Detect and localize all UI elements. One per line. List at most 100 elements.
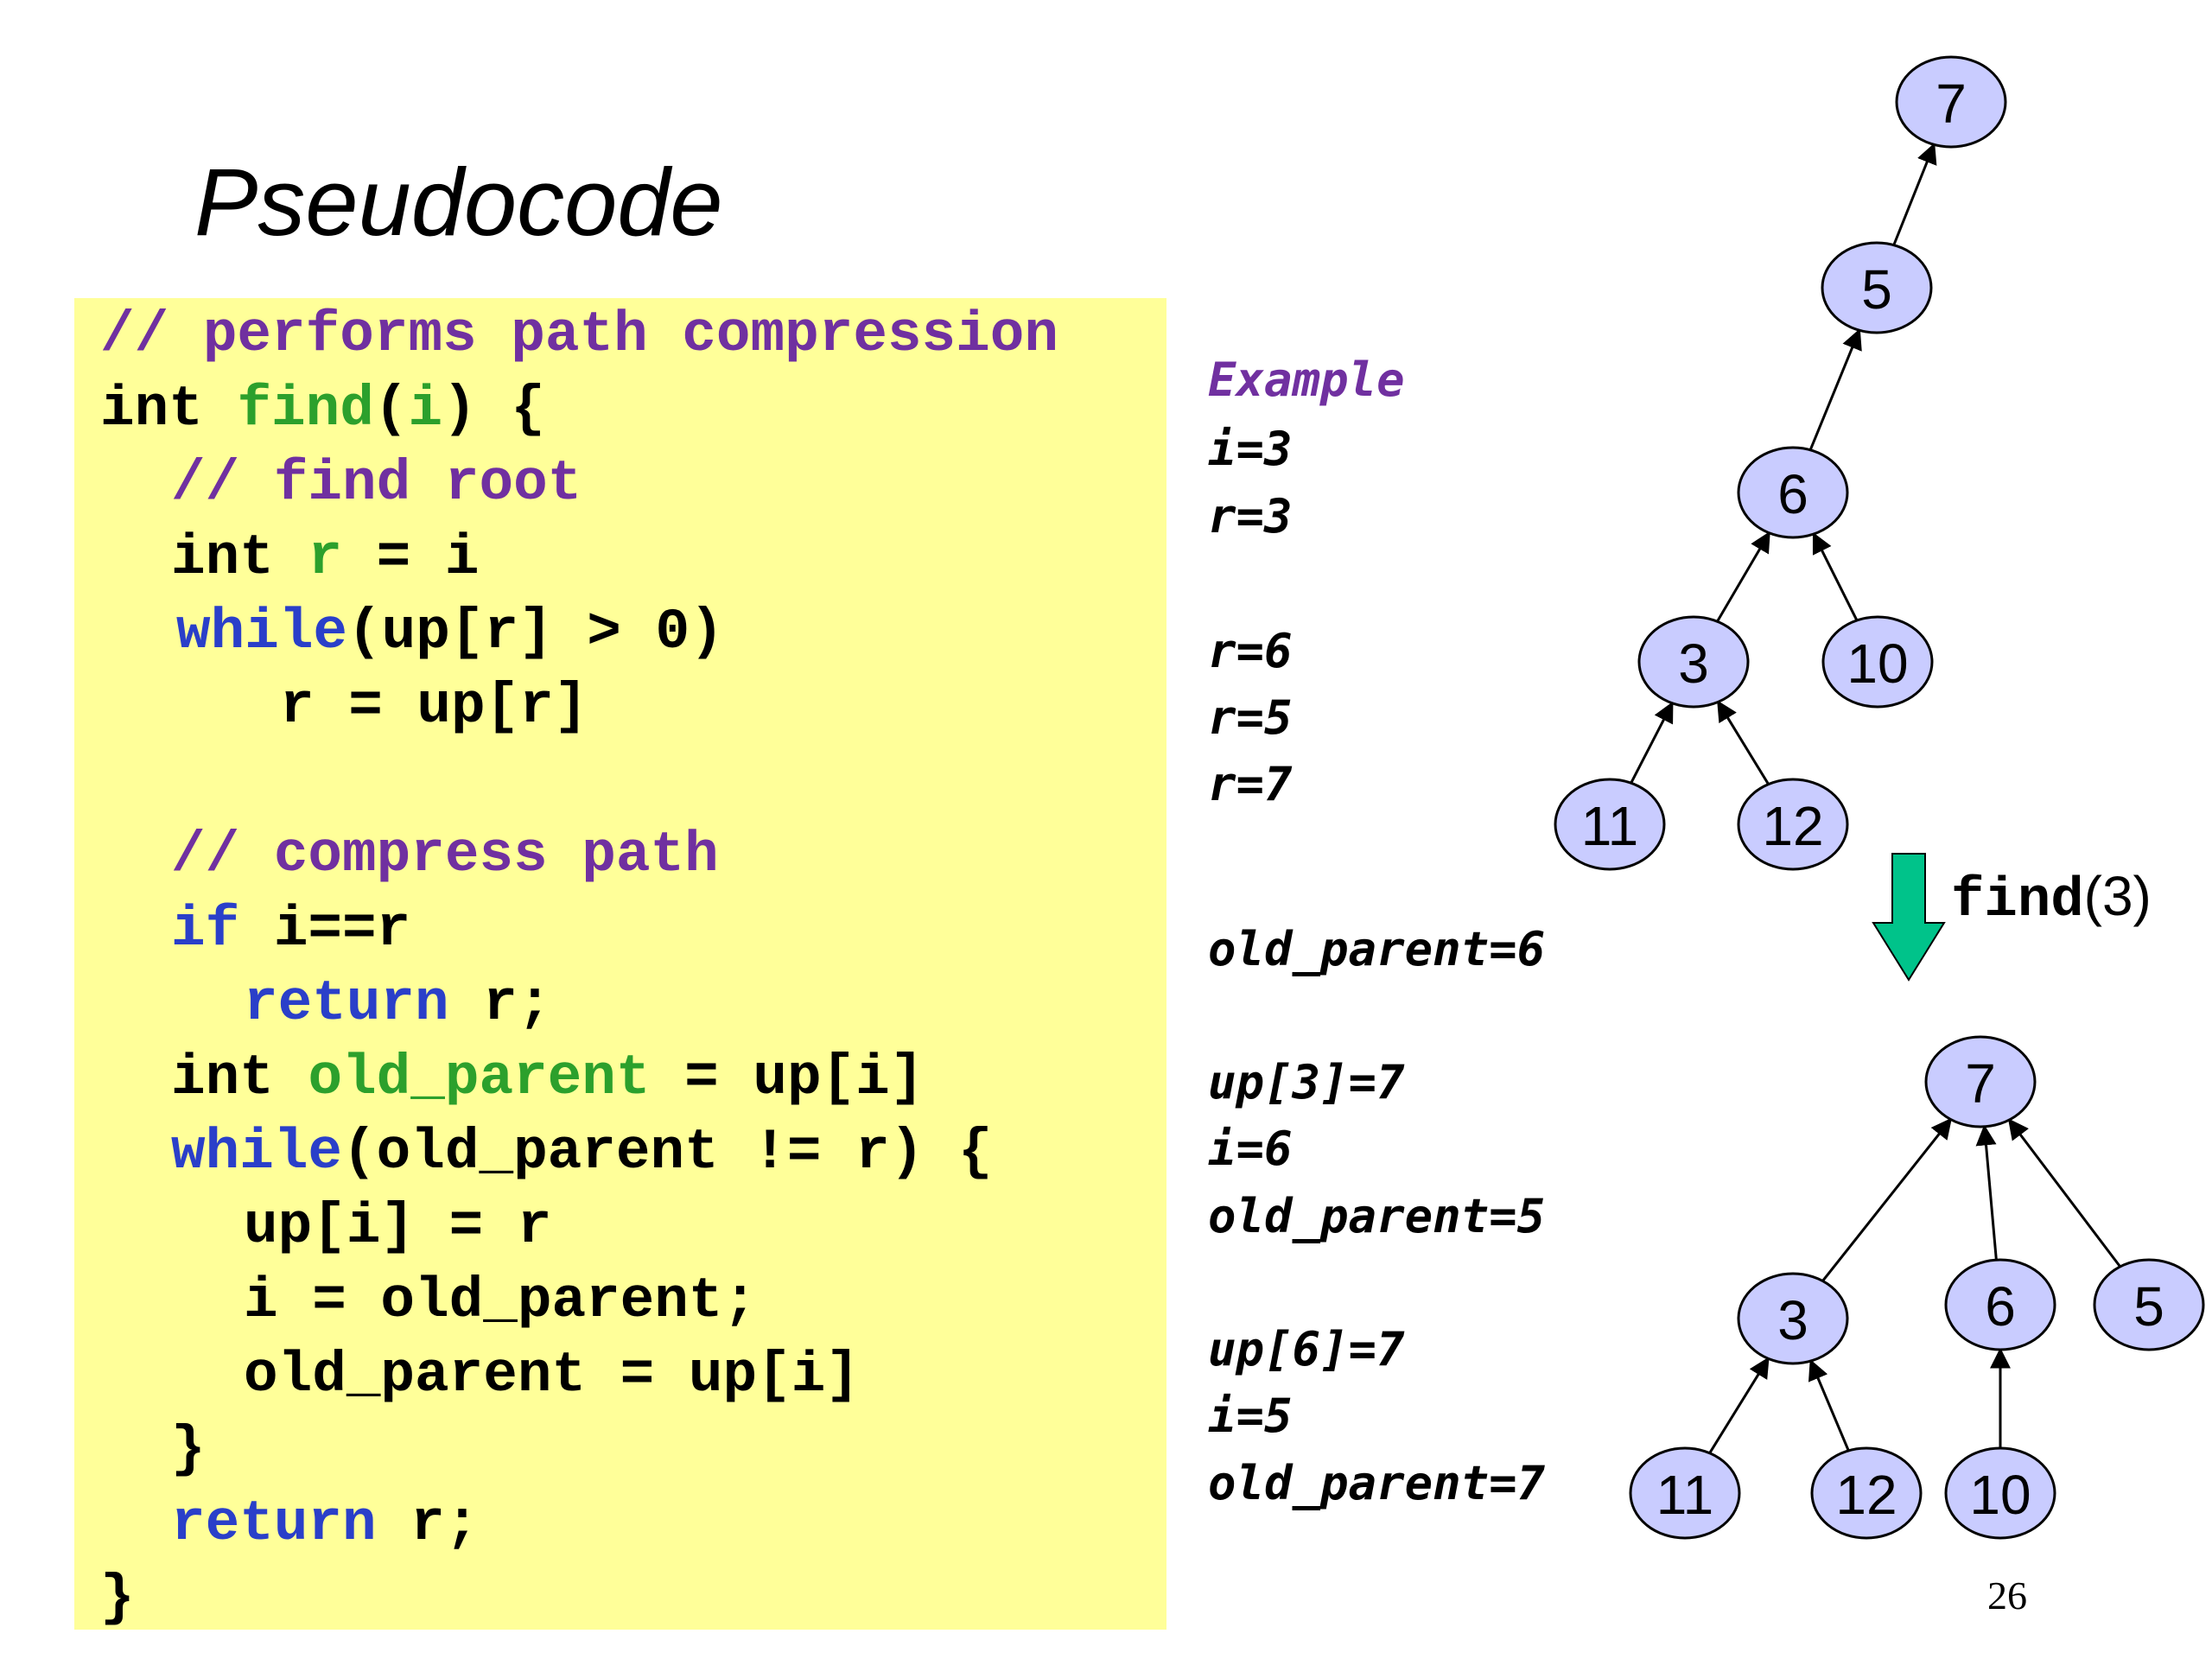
tree-before-node-5: 5 [1821, 241, 1933, 334]
tree-before-node-10: 10 [1821, 615, 1934, 709]
node-circle [1895, 55, 2007, 149]
example-line: r=7 [1208, 757, 1293, 811]
node-circle [1944, 1258, 2056, 1351]
code-keyword: while [171, 1120, 343, 1185]
code-text: i==r [239, 897, 411, 962]
node-circle [1944, 1446, 2056, 1540]
code-type: int [100, 377, 238, 442]
node-label: 5 [1861, 258, 1892, 321]
node-circle [1554, 778, 1666, 871]
tree-before-edge-6-to-5 [1808, 328, 1862, 451]
tree-after-node-10: 10 [1944, 1446, 2056, 1540]
pseudocode-block: // performs path compression int find(i)… [74, 298, 1166, 1630]
code-line-1: // performs path compression [100, 298, 1058, 372]
tree-after-node-3: 3 [1737, 1272, 1849, 1365]
code-keyword: while [176, 600, 348, 664]
tree-before-edge-5-to-7 [1892, 143, 1937, 246]
code-line-12: while(old_parent != r) { [171, 1116, 993, 1190]
code-text: old_parent = up[i] [244, 1343, 860, 1408]
code-text: up[i] = r [244, 1194, 552, 1259]
tree-before-edge-10-to-6 [1812, 531, 1859, 621]
tree-before-node-6: 6 [1737, 446, 1849, 539]
example-line: up[6]=7 [1208, 1322, 1405, 1376]
node-circle [1821, 241, 1933, 334]
node-label: 3 [1777, 1289, 1808, 1351]
tree-before-edge-12-to-3 [1717, 700, 1770, 785]
example-line: r=5 [1208, 690, 1293, 745]
code-comment: // compress path [171, 823, 719, 887]
transition-arrow-icon [1872, 853, 1946, 982]
example-line: r=6 [1208, 624, 1293, 678]
node-label: 10 [1847, 632, 1908, 695]
tree-after-node-5: 5 [2093, 1258, 2205, 1351]
code-line-16: } [171, 1413, 206, 1487]
example-line: i=3 [1208, 422, 1293, 476]
node-label: 12 [1762, 795, 1823, 857]
node-label: 10 [1969, 1464, 2031, 1526]
code-paren-brace: ) { [442, 377, 545, 442]
example-line: old_parent=6 [1208, 922, 1546, 976]
code-text: (old_parent != r) { [342, 1120, 993, 1185]
code-line-14: i = old_parent; [244, 1264, 757, 1338]
tree-before-edge-3-to-6 [1716, 531, 1770, 622]
code-line-15: old_parent = up[i] [244, 1338, 860, 1413]
node-label: 11 [1581, 795, 1638, 857]
tree-after-node-6: 6 [1944, 1258, 2056, 1351]
tree-after-edge-3-to-7 [1821, 1117, 1953, 1282]
code-line-18: } [100, 1561, 135, 1636]
code-text: (up[r] > 0) [347, 600, 724, 664]
code-text: i = old_parent; [244, 1268, 758, 1333]
code-line-6: r = up[r] [280, 670, 588, 744]
code-paren: ( [373, 377, 409, 442]
node-circle [1737, 446, 1849, 539]
find-call-label: find(3) [1951, 868, 2152, 929]
code-line-4: int r = i [171, 521, 479, 595]
code-line-10: return r; [244, 967, 551, 1041]
code-var: old_parent [308, 1046, 651, 1110]
code-line-3: // find root [171, 447, 582, 521]
example-line: old_parent=7 [1208, 1456, 1546, 1510]
tree-after-node-11: 11 [1629, 1446, 1741, 1540]
node-circle [1810, 1446, 1923, 1540]
node-label: 5 [2133, 1275, 2164, 1338]
code-line-8: // compress path [171, 818, 719, 893]
node-circle [1637, 615, 1750, 709]
example-line: i=5 [1208, 1389, 1293, 1443]
node-circle [1737, 778, 1849, 871]
node-circle [1629, 1446, 1741, 1540]
node-label: 6 [1985, 1275, 2016, 1338]
node-circle [1737, 1272, 1849, 1365]
code-text: = up[i] [650, 1046, 925, 1110]
code-text: } [100, 1566, 135, 1630]
code-line-13: up[i] = r [244, 1190, 551, 1264]
node-label: 7 [1936, 73, 1967, 135]
code-line-9: if i==r [171, 893, 410, 967]
example-heading: Example [1208, 353, 1405, 407]
node-circle [1821, 615, 1934, 709]
node-label: 7 [1965, 1052, 1996, 1115]
find-function-name: find [1951, 870, 2084, 932]
code-line-2: int find(i) { [100, 372, 545, 447]
code-type: int [171, 525, 308, 590]
code-text: r = up[r] [280, 674, 588, 739]
tree-after-node-12: 12 [1810, 1446, 1923, 1540]
slide-title: Pseudocode [194, 149, 723, 256]
code-text: = i [342, 525, 480, 590]
code-comment: // performs path compression [100, 302, 1058, 367]
tree-before-node-11: 11 [1554, 778, 1666, 871]
code-function-name: find [237, 377, 374, 442]
tree-before-node-12: 12 [1737, 778, 1849, 871]
example-line: i=6 [1208, 1122, 1293, 1176]
code-text: r; [448, 971, 552, 1036]
node-label: 3 [1678, 632, 1709, 695]
node-label: 12 [1835, 1464, 1897, 1526]
node-circle [1924, 1035, 2037, 1128]
tree-after-node-7: 7 [1924, 1035, 2037, 1128]
tree-before-node-7: 7 [1895, 55, 2007, 149]
node-label: 6 [1777, 463, 1808, 525]
code-arg: i [408, 377, 443, 442]
example-line: up[3]=7 [1208, 1055, 1405, 1109]
code-text: } [171, 1417, 206, 1482]
tree-after-edge-6-to-7 [1975, 1124, 1998, 1261]
